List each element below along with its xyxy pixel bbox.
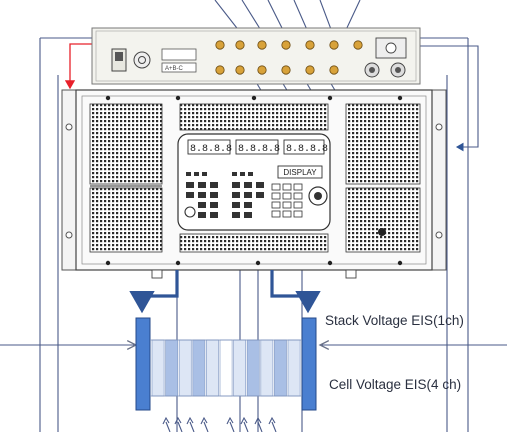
probe-arrow: [165, 421, 171, 433]
top-analyzer-unit: A+B-C: [91, 27, 421, 85]
probe-arrow-head: [162, 416, 170, 425]
probe-arrow: [243, 421, 249, 433]
probe-arrow-head: [268, 416, 276, 425]
probe-arrow-head: [254, 416, 262, 425]
panel-screws: [105, 95, 403, 266]
probe-arrow-head: [200, 416, 208, 425]
cell-probe-arrows: [162, 416, 277, 433]
cell-array: [151, 339, 301, 397]
svg-text:8.8.8.8: 8.8.8.8: [190, 144, 232, 155]
svg-text:8.8.8.8: 8.8.8.8: [238, 144, 280, 155]
display-button-label: DISPLAY: [283, 168, 317, 177]
cell-plate: [287, 339, 301, 397]
probe-arrow: [203, 421, 209, 433]
cell-voltage-label: Cell Voltage EIS(4 ch): [329, 377, 462, 392]
power-leads: [129, 270, 321, 314]
bnc-connectors-row-2: [215, 65, 339, 75]
probe-arrow: [229, 421, 235, 433]
cell-plate: [260, 339, 274, 397]
probe-arrow-head: [174, 416, 182, 425]
main-load-unit: 8.8.8.8 8.8.8.8 8.8.8.8 DISPLAY: [61, 89, 447, 279]
readouts: 8.8.8.8 8.8.8.8 8.8.8.8: [187, 139, 328, 155]
probe-arrow: [177, 421, 183, 433]
cell-plate: [233, 339, 247, 397]
probe-arrow-head: [186, 416, 194, 425]
display-button: [277, 165, 323, 179]
cell-plate: [192, 339, 206, 397]
cell-plate: [151, 339, 165, 397]
fuel-cell-stack: [135, 317, 317, 411]
control-buttons: [186, 172, 264, 218]
probe-arrow: [271, 421, 277, 433]
cell-plate: [246, 339, 260, 397]
probe-arrow: [189, 421, 195, 433]
probe-arrow-head: [226, 416, 234, 425]
probe-arrow-head: [240, 416, 248, 425]
cell-plate: [274, 339, 287, 397]
probe-arrow: [257, 421, 263, 433]
cell-plate: [165, 339, 179, 397]
cell-plate: [206, 339, 219, 397]
svg-text:8.8.8.8: 8.8.8.8: [286, 144, 328, 155]
stack-voltage-label: Stack Voltage EIS(1ch): [325, 313, 464, 328]
svg-text:A+B-C: A+B-C: [165, 66, 184, 72]
cell-plate: [219, 339, 233, 397]
bnc-connectors-row-1: [215, 40, 363, 50]
cell-plate: [178, 339, 192, 397]
